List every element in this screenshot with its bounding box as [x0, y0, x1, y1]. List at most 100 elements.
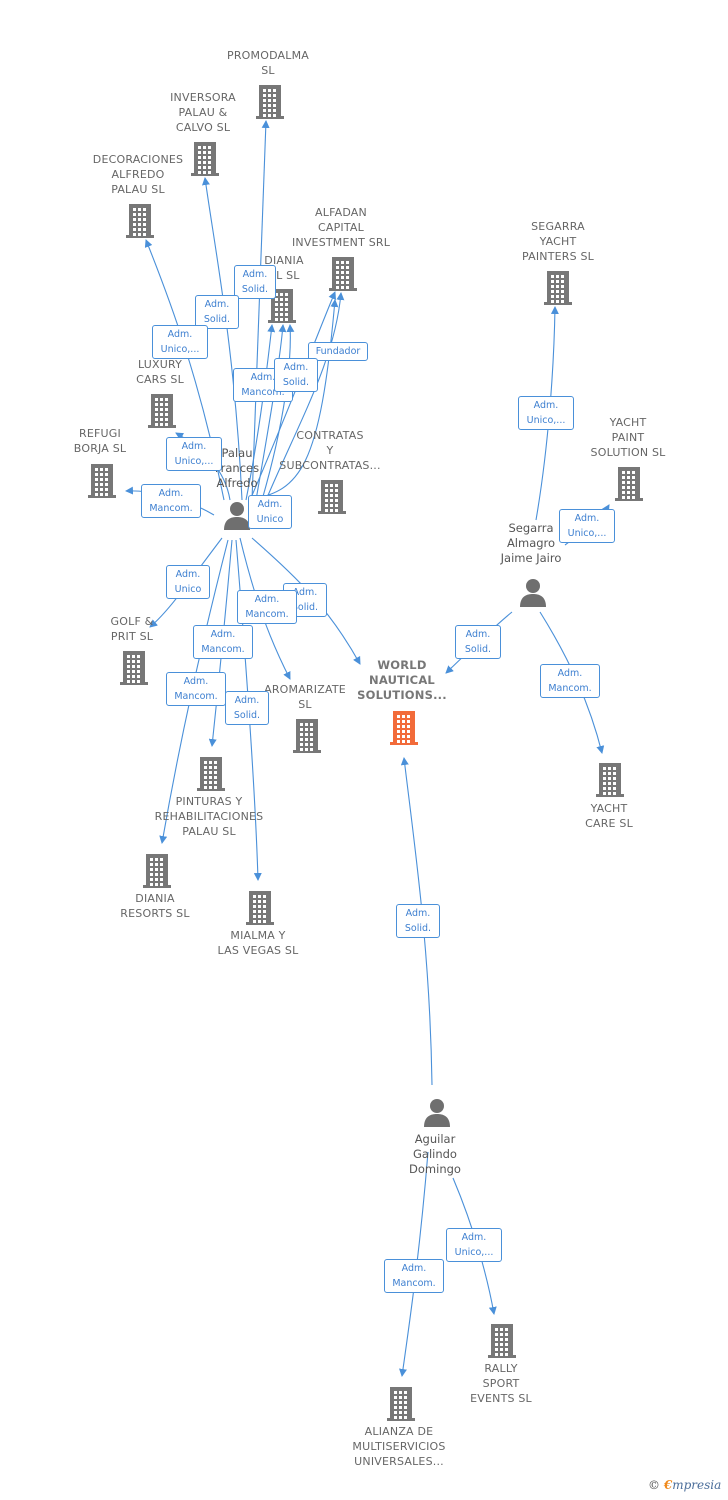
role-badge[interactable]: Adm.Unico,...	[152, 325, 208, 359]
company-label-line: LUXURY	[137, 358, 183, 371]
role-badge[interactable]: Adm. Mancom.	[384, 1259, 444, 1293]
company-label[interactable]: DIANIA AL SL	[214, 253, 354, 283]
company-label-line: SEGARRA	[531, 220, 585, 233]
role-badge-line: Adm.	[557, 668, 583, 679]
building-icon[interactable]	[255, 83, 285, 124]
role-badge[interactable]: Adm.Mancom.	[141, 484, 201, 518]
building-icon[interactable]	[595, 761, 625, 802]
role-badge-line: Adm.	[250, 372, 276, 383]
role-badge[interactable]: Adm.Unico,...	[559, 509, 615, 543]
role-badge[interactable]: Adm.Unico,...	[166, 437, 222, 471]
role-badge-line: Adm.	[175, 569, 201, 580]
role-badge-line: Unico,...	[160, 344, 200, 355]
building-icon[interactable]	[328, 255, 358, 296]
role-badge[interactable]: Adm.Solid.	[455, 625, 501, 659]
role-badge[interactable]: Adm.Solid.	[225, 691, 269, 725]
role-badge[interactable]: Adm.Mancom.	[193, 625, 253, 659]
person-icon[interactable]	[422, 1097, 452, 1132]
company-label-line: PALAU SL	[182, 825, 236, 838]
company-label-line: PINTURAS Y	[175, 795, 243, 808]
building-icon[interactable]	[317, 478, 347, 519]
building-icon[interactable]	[119, 649, 149, 690]
role-badge-line: Adm.	[405, 908, 431, 919]
role-badge[interactable]: Adm.Solid.	[195, 295, 239, 329]
role-badge[interactable]: Adm.Solid.	[396, 904, 440, 938]
company-label[interactable]: GOLF &PRIT SL	[62, 614, 202, 644]
role-badge-line: Solid.	[282, 377, 310, 388]
role-badge[interactable]: Adm.Mancom.	[540, 664, 600, 698]
role-badge[interactable]: Adm.Unico,...	[446, 1228, 502, 1262]
role-badge[interactable]: Adm. Unico	[166, 565, 210, 599]
role-badge-line: Adm.	[401, 1263, 427, 1274]
person-icon[interactable]	[222, 500, 252, 535]
company-label-line: ALIANZA DE	[364, 1425, 434, 1438]
company-label-line: GOLF &	[110, 615, 154, 628]
company-label-line: CARE SL	[585, 817, 633, 830]
building-icon[interactable]	[292, 717, 322, 758]
role-badge-line: Adm.	[181, 441, 207, 452]
role-badge[interactable]: Fundador	[308, 342, 368, 361]
company-label-line: REHABILITACIONES	[154, 810, 264, 823]
role-badge-line: Adm.	[283, 362, 309, 373]
company-label-line: ALFADAN	[315, 206, 367, 219]
role-badge[interactable]: Adm.Unico,...	[518, 396, 574, 430]
company-label-line: MIALMA Y	[230, 929, 286, 942]
role-badge[interactable]: Adm.Solid.	[234, 265, 276, 299]
role-badge-line: Solid.	[291, 602, 319, 613]
building-icon[interactable]	[614, 465, 644, 506]
company-label-line: CAPITAL	[317, 221, 364, 234]
company-label-line: ALFREDO	[111, 168, 165, 181]
role-badge-line: Solid.	[464, 644, 492, 655]
company-label-line: DIANIA	[264, 254, 304, 267]
building-icon[interactable]	[142, 852, 172, 893]
role-badge-line: Solid.	[203, 314, 231, 325]
building-icon[interactable]	[125, 202, 155, 243]
empresia-logo: © €mpresia	[648, 1478, 721, 1492]
role-badge[interactable]: Adm.Mancom.	[237, 590, 297, 624]
company-label-line: RALLY	[484, 1362, 518, 1375]
brand-name: mpresia	[672, 1478, 722, 1492]
building-icon[interactable]	[487, 1322, 517, 1363]
company-label-line: RESORTS SL	[120, 907, 190, 920]
building-icon[interactable]	[245, 889, 275, 930]
building-icon-highlighted[interactable]	[389, 709, 419, 750]
role-badge-line: Unico	[174, 584, 202, 595]
building-icon[interactable]	[267, 287, 297, 328]
role-badge-line: Mancom.	[392, 1278, 436, 1289]
person-label-line: Galindo	[413, 1147, 457, 1161]
building-icon[interactable]	[87, 462, 117, 503]
company-label[interactable]: PINTURAS Y REHABILITACIONES PALAU SL	[139, 794, 279, 839]
role-badge[interactable]: Adm. Solid.	[274, 358, 318, 392]
company-label-line: AL SL	[268, 269, 300, 282]
role-badge[interactable]: Adm.Mancom.	[166, 672, 226, 706]
company-label-line: PALAU SL	[111, 183, 165, 196]
person-icon[interactable]	[518, 577, 548, 612]
building-icon[interactable]	[190, 140, 220, 181]
company-label-line: SL	[261, 64, 275, 77]
company-label-line: PALAU &	[178, 106, 228, 119]
building-icon[interactable]	[386, 1385, 416, 1426]
building-icon[interactable]	[196, 755, 226, 796]
building-icon[interactable]	[543, 269, 573, 310]
role-badge[interactable]: Adm.Unico	[248, 495, 292, 529]
company-label-line: AROMARIZATE	[264, 683, 346, 696]
building-icon[interactable]	[147, 392, 177, 433]
